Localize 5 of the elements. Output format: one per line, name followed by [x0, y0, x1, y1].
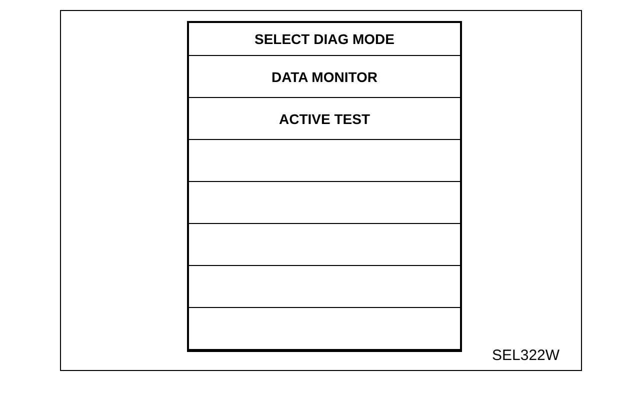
menu-item: SELECT DIAG MODE: [189, 23, 460, 56]
menu-panel: [187, 21, 462, 352]
figure-code: SEL322W: [492, 347, 560, 364]
menu-item: ACTIVE TEST: [189, 98, 460, 140]
menu-item: DATA MONITOR: [189, 56, 460, 98]
